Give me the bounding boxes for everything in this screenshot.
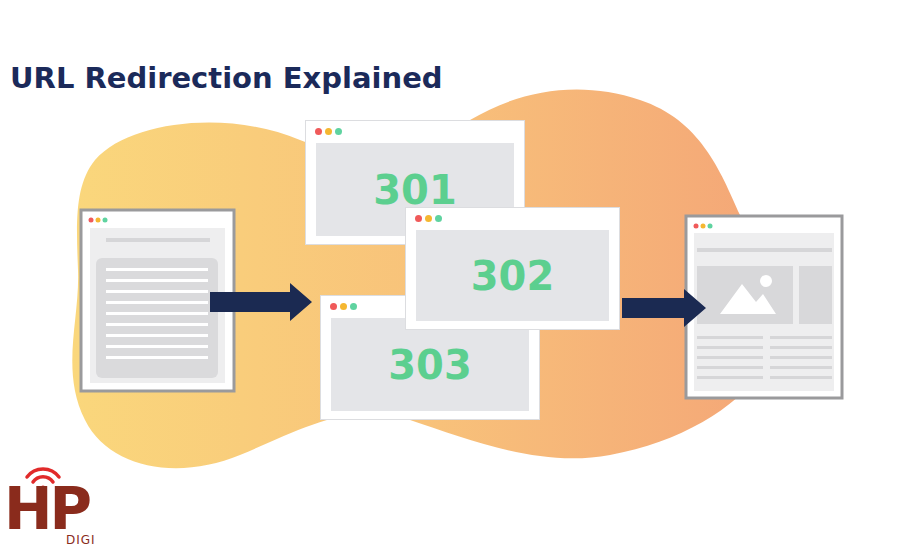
window-dot [350,303,357,310]
title: URL Redirection Explained [10,64,443,93]
status-code: 302 [471,256,555,296]
window-dot [415,215,422,222]
target-page [686,216,842,398]
window-dot [335,128,342,135]
background-blob [72,90,783,469]
arrow-in [210,283,312,321]
logo-text: DIGI [66,534,96,546]
window-dot [425,215,432,222]
window-dot [330,303,337,310]
browser-window: 302 [405,207,620,330]
window-dot [340,303,347,310]
arrow-out [622,289,706,327]
window-dot [325,128,332,135]
logo-mark: HP [4,480,89,538]
window-dot [315,128,322,135]
status-code: 303 [388,345,472,385]
status-code: 301 [373,170,457,210]
window-dot [435,215,442,222]
